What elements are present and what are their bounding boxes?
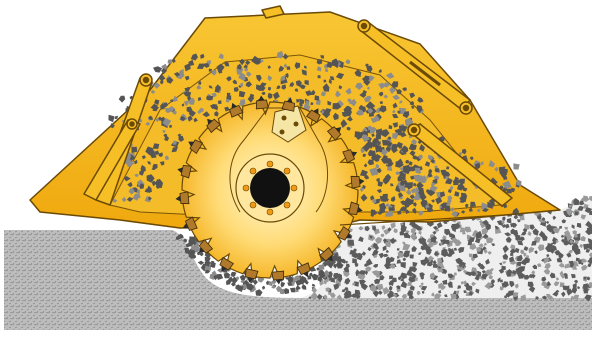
gravel-chip xyxy=(262,286,265,290)
gravel-chip xyxy=(385,213,389,217)
hub-bolt xyxy=(243,185,249,191)
gravel-chip xyxy=(394,294,397,297)
gravel-chip xyxy=(559,226,562,229)
gravel-chip xyxy=(281,282,286,288)
hub-bolt xyxy=(291,185,297,191)
hub-bolt xyxy=(284,168,290,174)
hub-bolt xyxy=(284,202,290,208)
gravel-chip xyxy=(382,140,388,146)
gravel-chip xyxy=(218,100,222,104)
gravel-chip xyxy=(224,273,230,279)
gravel-chip xyxy=(231,282,236,286)
gravel-chip xyxy=(348,240,355,246)
gravel-chip xyxy=(410,255,414,259)
gravel-chip xyxy=(280,289,284,294)
hub-bolt xyxy=(267,209,273,215)
gravel-chip xyxy=(240,275,246,281)
hub-bolt xyxy=(250,202,256,208)
gravel-chip xyxy=(216,274,223,280)
gravel-chip xyxy=(115,116,119,120)
gravel-chip xyxy=(238,286,244,292)
hub-bolt xyxy=(250,168,256,174)
gravel-chip xyxy=(302,284,307,290)
gravel-chip xyxy=(307,275,311,279)
gravel-chip xyxy=(119,96,126,103)
gravel-chip xyxy=(312,284,316,287)
gravel-chip xyxy=(584,289,588,293)
gravel-chip xyxy=(318,75,321,78)
gravel-chip xyxy=(290,288,296,293)
hub-bolt xyxy=(267,161,273,167)
drive-shaft xyxy=(250,168,290,208)
gravel-chip xyxy=(513,163,519,169)
gravel-chip xyxy=(153,66,162,72)
gravel-chip xyxy=(255,289,262,296)
gravel-chip xyxy=(109,115,115,123)
